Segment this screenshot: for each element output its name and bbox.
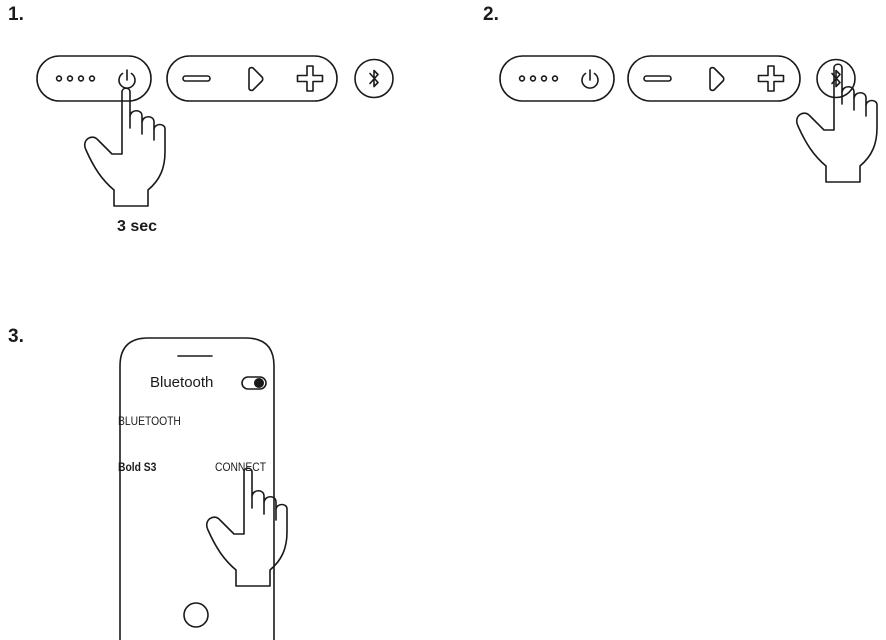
step-1-power-pill — [36, 55, 152, 102]
plus-icon — [296, 65, 324, 92]
step-2-control-pill — [627, 55, 801, 102]
step-2-bluetooth-button — [816, 58, 856, 99]
indicator-dot — [518, 75, 526, 82]
indicator-dot — [88, 75, 96, 82]
phone-device-name: Bold S3 — [118, 460, 157, 474]
step-1-bluetooth-button — [354, 58, 394, 99]
step-1-number: 1. — [8, 4, 24, 25]
step-2-pointing-hand-icon — [795, 63, 878, 183]
play-icon — [709, 66, 725, 92]
step-1-pointing-hand-icon — [83, 87, 166, 207]
step-1-control-pill — [166, 55, 338, 102]
step-2-number: 2. — [483, 4, 499, 25]
power-icon — [581, 69, 599, 89]
bluetooth-icon — [369, 69, 379, 88]
step-3-pointing-hand-icon — [205, 467, 288, 587]
step-1-duration-caption: 3 sec — [117, 218, 158, 235]
minus-icon — [182, 75, 211, 82]
power-icon — [118, 69, 136, 89]
step-2-power-pill — [499, 55, 615, 102]
phone-section-label: BLUETOOTH — [118, 414, 181, 428]
bluetooth-toggle-switch — [241, 376, 267, 390]
indicator-dot — [551, 75, 559, 82]
phone-outline — [119, 337, 275, 640]
plus-icon — [757, 65, 785, 92]
phone-connect-button[interactable]: CONNECT — [215, 460, 267, 474]
phone-screen-title: Bluetooth — [150, 374, 214, 391]
step-3-number: 3. — [8, 326, 24, 347]
indicator-dot — [77, 75, 85, 82]
indicator-dot — [66, 75, 74, 82]
phone-home-button — [183, 602, 209, 628]
play-icon — [248, 66, 264, 92]
indicator-dot — [540, 75, 548, 82]
indicator-dot — [55, 75, 63, 82]
minus-icon — [643, 75, 672, 82]
indicator-dot — [529, 75, 537, 82]
